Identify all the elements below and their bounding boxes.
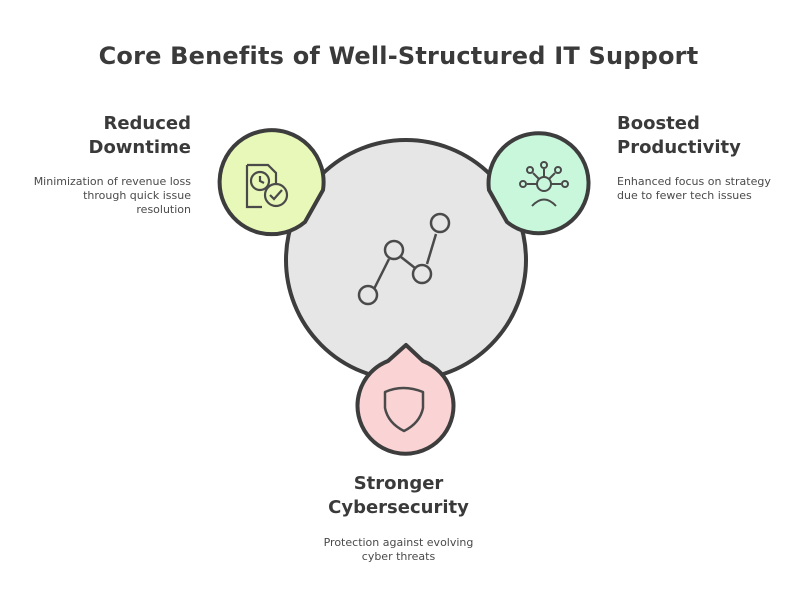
- desc-line: Enhanced focus on strategy: [617, 175, 771, 188]
- desc-line: Minimization of revenue loss: [33, 175, 191, 188]
- node-stronger-cybersecurity: [355, 343, 456, 456]
- node-boosted-productivity: [486, 131, 591, 236]
- heading-reduced-downtime: Reduced Downtime: [89, 112, 192, 160]
- shield-icon: [383, 386, 425, 433]
- node-left-shape: [217, 128, 326, 237]
- heading-line: Reduced: [103, 113, 191, 134]
- heading-line: Stronger: [353, 473, 444, 494]
- node-right-shape: [486, 131, 591, 236]
- heading-line: Productivity: [617, 137, 741, 158]
- heading-line: Downtime: [88, 137, 192, 158]
- heading-boosted-productivity: Boosted Productivity: [617, 112, 741, 160]
- line-graph-icon: [357, 212, 451, 306]
- heading-line: Boosted: [617, 113, 700, 134]
- node-reduced-downtime: [217, 128, 326, 237]
- desc-stronger-cybersecurity: Protection against evolving cyber threat…: [0, 536, 797, 564]
- desc-line: cyber threats: [361, 550, 436, 563]
- node-bottom-shape: [355, 343, 456, 456]
- desc-reduced-downtime: Minimization of revenue loss through qui…: [34, 175, 191, 217]
- diagram-title: Core Benefits of Well-Structured IT Supp…: [98, 42, 699, 70]
- document-clock-check-icon: [245, 163, 289, 209]
- desc-line: Protection against evolving: [323, 536, 474, 549]
- desc-line: resolution: [136, 203, 191, 216]
- heading-stronger-cybersecurity: Stronger Cybersecurity: [0, 472, 797, 520]
- desc-boosted-productivity: Enhanced focus on strategy due to fewer …: [617, 175, 771, 203]
- desc-line: through quick issue: [83, 189, 191, 202]
- person-network-icon: [519, 161, 569, 207]
- desc-line: due to fewer tech issues: [617, 189, 752, 202]
- heading-line: Cybersecurity: [328, 497, 469, 518]
